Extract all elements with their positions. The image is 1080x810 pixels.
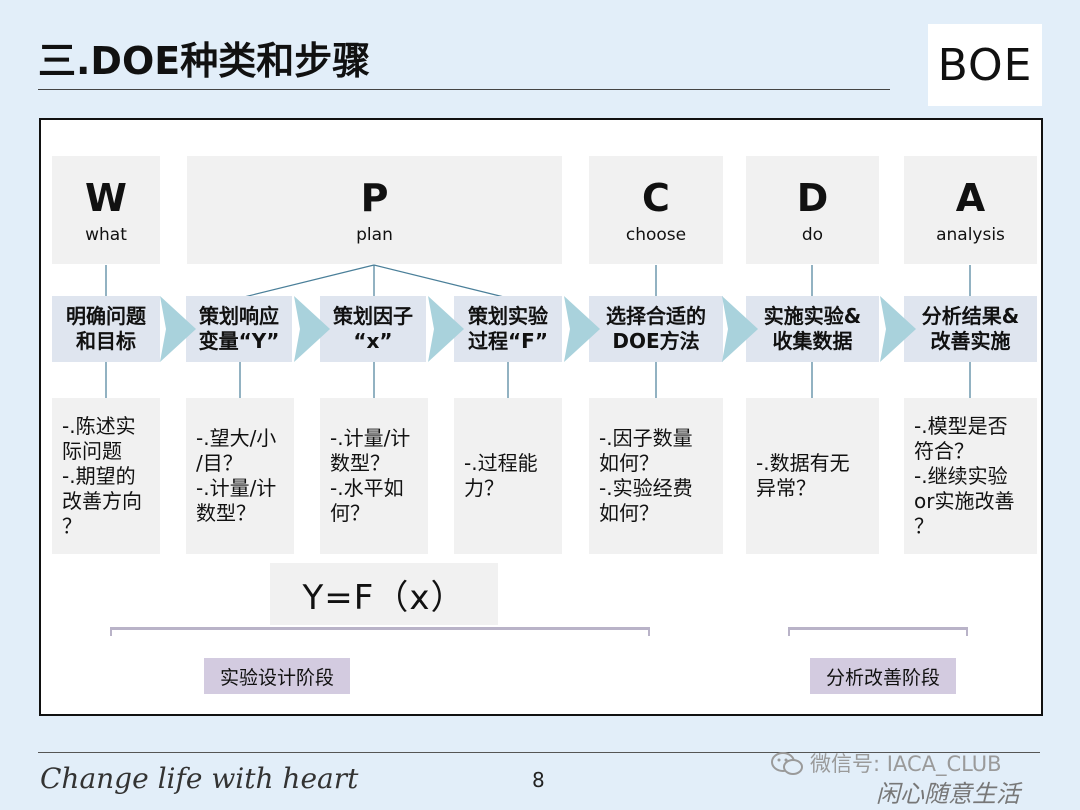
step-plan-factor: 策划因子 “x” <box>320 296 426 362</box>
flow-arrow-icon <box>564 296 600 362</box>
desc-plan-factor: -.计量/计 数型？ -.水平如 何？ <box>320 398 428 554</box>
step-analyze-improve: 分析结果& 改善实施 <box>904 296 1037 362</box>
phase-letter: P <box>360 176 389 220</box>
phase-letter: A <box>955 176 986 220</box>
phase-box-do: D do <box>746 156 879 264</box>
phase-box-analysis: A analysis <box>904 156 1037 264</box>
wechat-icon <box>771 752 803 775</box>
phase-box-plan: P plan <box>187 156 562 264</box>
desc-analyze-improve: -.模型是否 符合？ -.继续实验 or实施改善 ？ <box>904 398 1037 554</box>
footer-slogan: Change life with heart <box>40 762 359 795</box>
desc-plan-process: -.过程能 力？ <box>454 398 562 554</box>
flow-arrow-icon <box>880 296 916 362</box>
step-run-experiment: 实施实验& 收集数据 <box>746 296 879 362</box>
page-number: 8 <box>532 768 545 792</box>
phase-word: analysis <box>936 225 1005 245</box>
step-plan-process: 策划实验 过程“F” <box>454 296 562 362</box>
slide-title: 三.DOE种类和步骤 <box>38 39 371 83</box>
stage-bracket-tick <box>648 630 650 636</box>
step-choose-method: 选择合适的 DOE方法 <box>589 296 723 362</box>
flow-arrow-icon <box>294 296 330 362</box>
stage-bracket-design <box>110 627 650 630</box>
watermark-text: 微信号: IACA_CLUB <box>810 752 1002 776</box>
desc-run-experiment: -.数据有无 异常？ <box>746 398 879 554</box>
formula-box: Y=F（x） <box>270 563 498 625</box>
phase-box-what: W what <box>52 156 160 264</box>
flow-arrow-icon <box>722 296 758 362</box>
stage-label-design: 实验设计阶段 <box>204 658 350 694</box>
flow-arrow-icon <box>428 296 464 362</box>
phase-letter: W <box>85 176 127 220</box>
boe-logo: BOE <box>928 24 1042 106</box>
footer-divider <box>38 752 1040 753</box>
phase-letter: C <box>642 176 670 220</box>
stage-bracket-analysis <box>788 627 968 630</box>
flow-arrow-icon <box>160 296 196 362</box>
step-define-problem: 明确问题 和目标 <box>52 296 160 362</box>
stage-bracket-tick <box>788 630 790 636</box>
step-plan-response: 策划响应 变量“Y” <box>186 296 292 362</box>
phase-word: choose <box>625 225 687 245</box>
phase-word: do <box>801 225 824 245</box>
desc-plan-response: -.望大/小 /目？ -.计量/计 数型？ <box>186 398 294 554</box>
watermark-signature: 闲心随意生活 <box>876 780 1020 808</box>
watermark: 微信号: IACA_CLUB 闲心随意生活 <box>770 746 1060 808</box>
stage-label-analysis: 分析改善阶段 <box>810 658 956 694</box>
phase-letter: D <box>796 176 829 220</box>
title-divider <box>38 89 890 90</box>
phase-box-choose: C choose <box>589 156 723 264</box>
desc-define-problem: -.陈述实 际问题 -.期望的 改善方向 ？ <box>52 398 160 554</box>
stage-bracket-tick <box>966 630 968 636</box>
phase-word: what <box>85 225 127 245</box>
desc-choose-method: -.因子数量 如何？ -.实验经费 如何？ <box>589 398 723 554</box>
phase-word: plan <box>356 225 393 245</box>
stage-bracket-tick <box>110 630 112 636</box>
